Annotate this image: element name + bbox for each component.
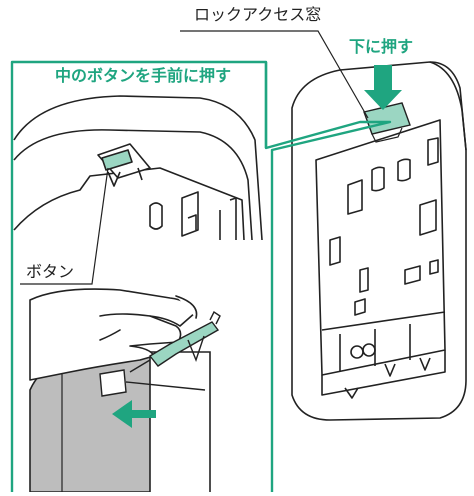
label-push-down: 下に押す bbox=[349, 37, 414, 56]
leader-line-button bbox=[20, 167, 109, 285]
device-full-view bbox=[291, 61, 467, 421]
hand-illustration bbox=[29, 288, 198, 381]
label-press-button-forward: 中のボタンを手前に押す bbox=[55, 66, 232, 85]
label-lock-access-window: ロックアクセス窓 bbox=[194, 5, 322, 24]
button-mechanism bbox=[99, 310, 221, 397]
arrow-left-icon bbox=[112, 400, 156, 428]
device-zoom-view bbox=[13, 95, 263, 241]
arrow-down-icon bbox=[364, 65, 402, 110]
label-button: ボタン bbox=[26, 262, 75, 281]
callout-frame bbox=[10, 60, 392, 492]
leader-line-window bbox=[180, 30, 369, 119]
